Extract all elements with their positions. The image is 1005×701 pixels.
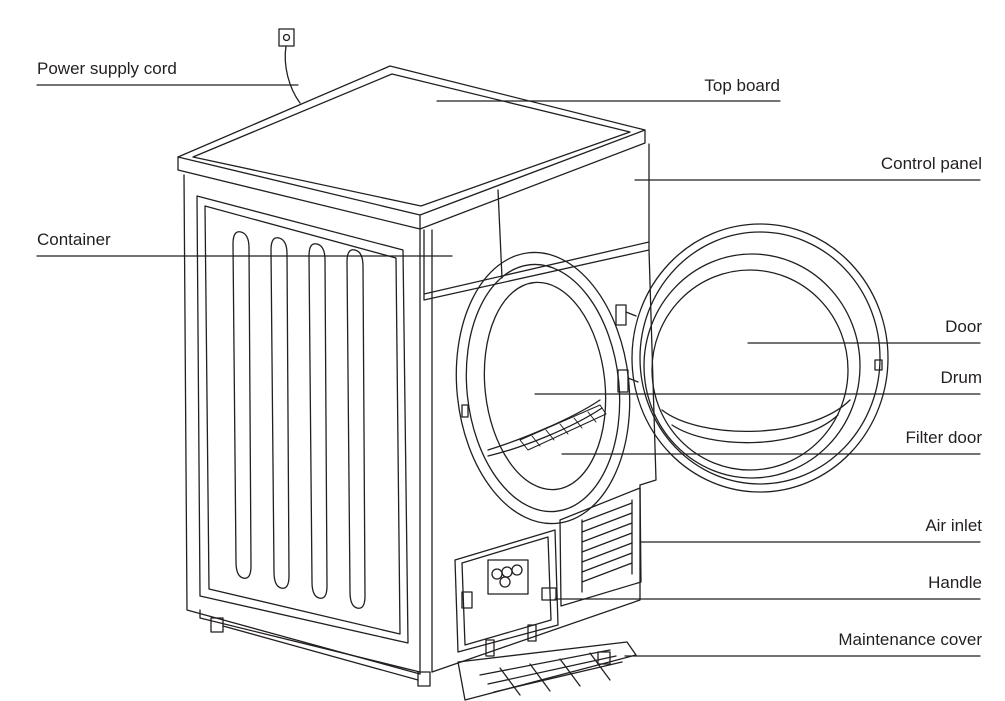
label-door: Door — [945, 317, 982, 336]
side-grooves — [232, 231, 366, 609]
dryer-feet — [210, 617, 431, 687]
label-air-inlet: Air inlet — [925, 516, 982, 535]
label-container: Container — [37, 230, 111, 249]
label-power-supply-cord: Power supply cord — [37, 59, 177, 78]
label-control-panel: Control panel — [880, 154, 982, 173]
label-maintenance-cover: Maintenance cover — [838, 630, 982, 649]
power-plug-icon — [278, 28, 301, 104]
container-shape — [183, 174, 433, 675]
maintenance-cover-shape — [457, 624, 637, 701]
leader-lines — [36, 84, 981, 657]
air-inlet-grille — [559, 487, 642, 607]
drum-opening — [455, 251, 631, 525]
handle-shape — [541, 587, 557, 601]
control-panel-shape — [423, 143, 650, 301]
door-hinges — [615, 304, 639, 393]
maintenance-opening — [454, 529, 559, 653]
top-board-shape — [177, 65, 646, 230]
open-door-shape — [631, 223, 889, 493]
label-drum: Drum — [940, 368, 982, 387]
front-panel-shape — [431, 249, 657, 673]
label-top-board: Top board — [704, 76, 780, 95]
filter-grid — [519, 404, 607, 451]
label-filter-door: Filter door — [905, 428, 982, 447]
label-handle: Handle — [928, 573, 982, 592]
